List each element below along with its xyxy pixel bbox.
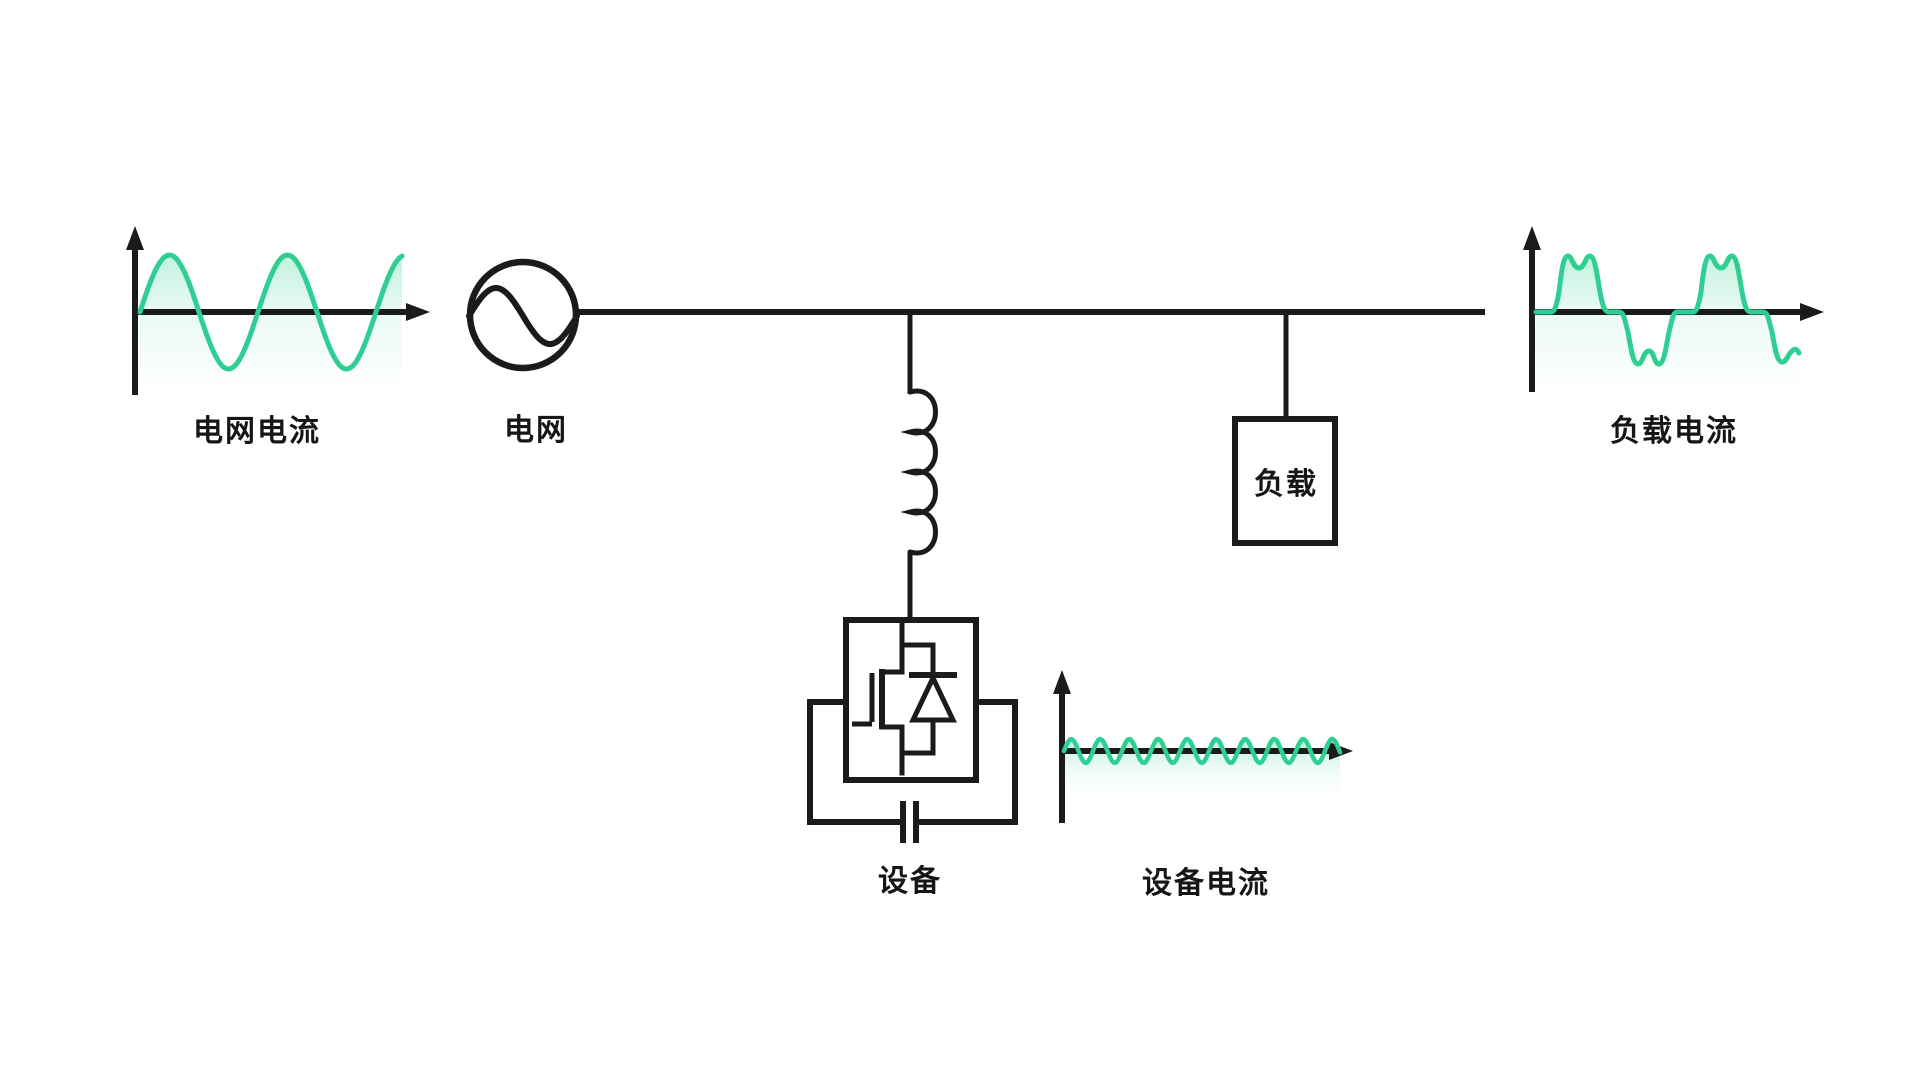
device-outer-loop [807,699,1018,825]
diode-top-lead [899,642,936,677]
diode-bottom-lead [899,717,936,756]
grid-current-x-axis [135,303,430,321]
device-label: 设备 [878,865,942,898]
device-symbol [807,617,1018,843]
igbt-emitter-lead [879,724,905,776]
ac-source-symbol [466,258,580,372]
inductor-coil [900,388,938,556]
load-current-distorted-wave [1533,253,1802,367]
capacitor-symbol [900,801,919,843]
grid-current-y-axis [126,226,144,395]
up-arrow-icon [126,226,144,250]
load-branch [1232,310,1338,546]
igbt-collector-lead [879,620,905,675]
grid-current-wave-fill [140,255,402,392]
device-current-ripple-wave [1061,736,1343,766]
device-current-label: 设备电流 [1142,867,1270,900]
ac-source-sine-icon [466,285,580,347]
load-current-plot [1523,226,1824,392]
grid-current-label: 电网电流 [193,415,321,448]
grid-current-plot [126,226,430,395]
load-box-label: 负载 [1254,468,1318,501]
up-arrow-icon [1523,226,1541,250]
right-arrow-icon [406,303,430,321]
load-current-wave-fill [1533,256,1799,390]
diode-symbol [899,642,957,756]
igbt-symbol [852,620,905,776]
up-arrow-icon [1053,670,1071,694]
right-arrow-icon [1800,303,1824,321]
inductor-branch [900,310,938,620]
device-current-plot [1053,670,1353,823]
grid-current-sine-wave [137,252,405,372]
grid-label: 电网 [504,414,568,447]
load-box [1232,416,1338,546]
load-current-label: 负载电流 [1610,415,1738,448]
device-current-y-axis [1053,670,1071,823]
load-current-y-axis [1523,226,1541,392]
